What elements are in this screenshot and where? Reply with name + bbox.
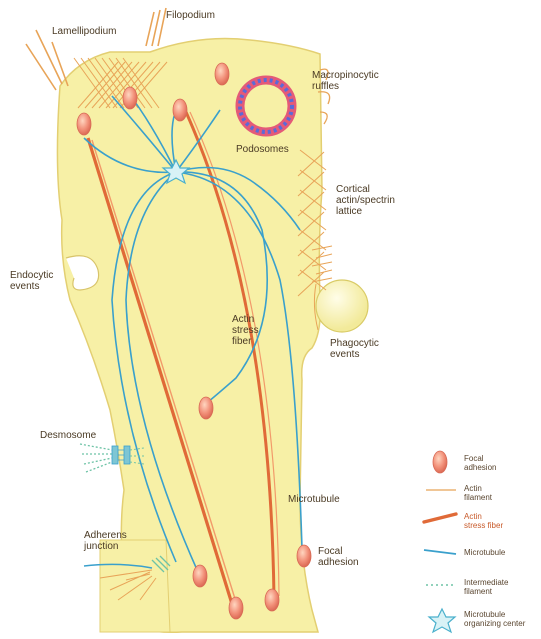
legend-actin-filament: Actin filament — [464, 484, 492, 502]
lamellipodium-spikes — [26, 30, 68, 90]
filopodium — [146, 8, 166, 46]
blue-line-icon — [424, 550, 456, 554]
focal-adhesion — [297, 545, 311, 567]
legend-actin-stress-fiber: Actin stress fiber — [464, 512, 503, 530]
cell-lower-lobe — [100, 540, 170, 632]
legend-icons — [424, 451, 456, 632]
focal-adhesion — [199, 397, 213, 419]
focal-adhesion — [77, 113, 91, 135]
focal-adhesion — [193, 565, 207, 587]
focal-adhesion — [123, 87, 137, 109]
focal-adhesion — [215, 63, 229, 85]
focal-adhesion-ellipse-icon — [433, 451, 447, 473]
label-endocytic-events: Endocytic events — [10, 270, 53, 292]
label-desmosome: Desmosome — [40, 430, 96, 441]
legend-focal-adhesion: Focal adhesion — [464, 454, 496, 472]
label-lamellipodium: Lamellipodium — [52, 26, 116, 37]
focal-adhesion — [173, 99, 187, 121]
label-podosomes: Podosomes — [236, 144, 289, 155]
star-icon — [429, 609, 455, 632]
label-focal-adhesion: Focal adhesion — [318, 546, 359, 568]
thick-red-line-icon — [424, 514, 456, 522]
focal-adhesion — [265, 589, 279, 611]
label-actin-stress-fiber: Actin stress fiber — [232, 314, 259, 347]
label-microtubule: Microtubule — [288, 494, 340, 505]
legend-intermediate-filament: Intermediate filament — [464, 578, 508, 596]
label-adherens-junction: Adherens junction — [84, 530, 127, 552]
legend-mtoc: Microtubule organizing center — [464, 610, 525, 628]
legend-microtubule: Microtubule — [464, 548, 505, 557]
label-macropinocytic-ruffles: Macropinocytic ruffles — [312, 70, 379, 92]
label-filopodium: Filopodium — [166, 10, 215, 21]
label-phagocytic-events: Phagocytic events — [330, 338, 379, 360]
label-cortical-lattice: Cortical actin/spectrin lattice — [336, 184, 395, 217]
focal-adhesion — [229, 597, 243, 619]
